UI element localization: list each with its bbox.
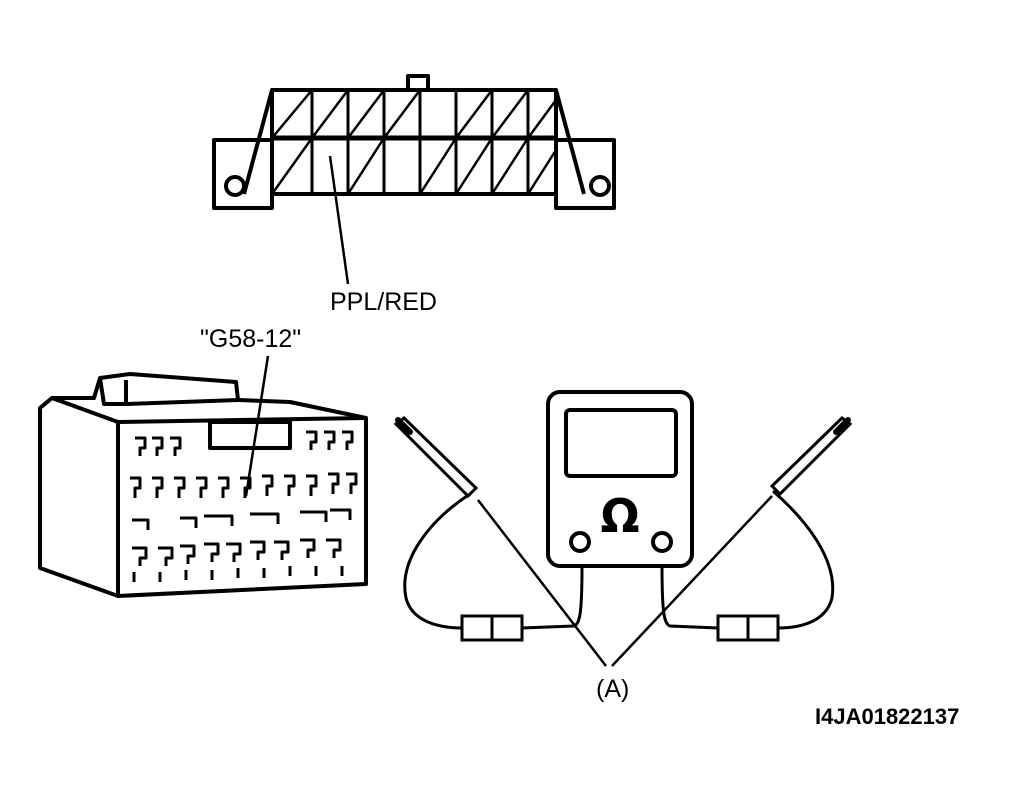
harness-connector-face-icon (212, 74, 616, 285)
wire-leader-line (328, 155, 350, 285)
ohmmeter-icon (546, 390, 694, 568)
mount-hole-left (224, 175, 246, 197)
terminal-id-label: "G58-12" (200, 325, 302, 353)
meter-jack-left (569, 531, 591, 553)
figure-code-label: I4JA01822137 (815, 704, 960, 729)
connector-block-icon (38, 355, 368, 598)
probe-leader-lines (477, 495, 773, 667)
probe-marker-label: (A) (596, 675, 630, 703)
wire-color-label: PPL/RED (330, 288, 437, 316)
mount-hole-right (589, 175, 611, 197)
test-probe-icon (393, 416, 584, 642)
test-probe-icon (660, 416, 853, 642)
ohm-symbol: Ω (600, 489, 639, 543)
meter-jack-right (651, 531, 673, 553)
meter-display (564, 408, 678, 478)
terminal-leader-line (244, 355, 270, 497)
